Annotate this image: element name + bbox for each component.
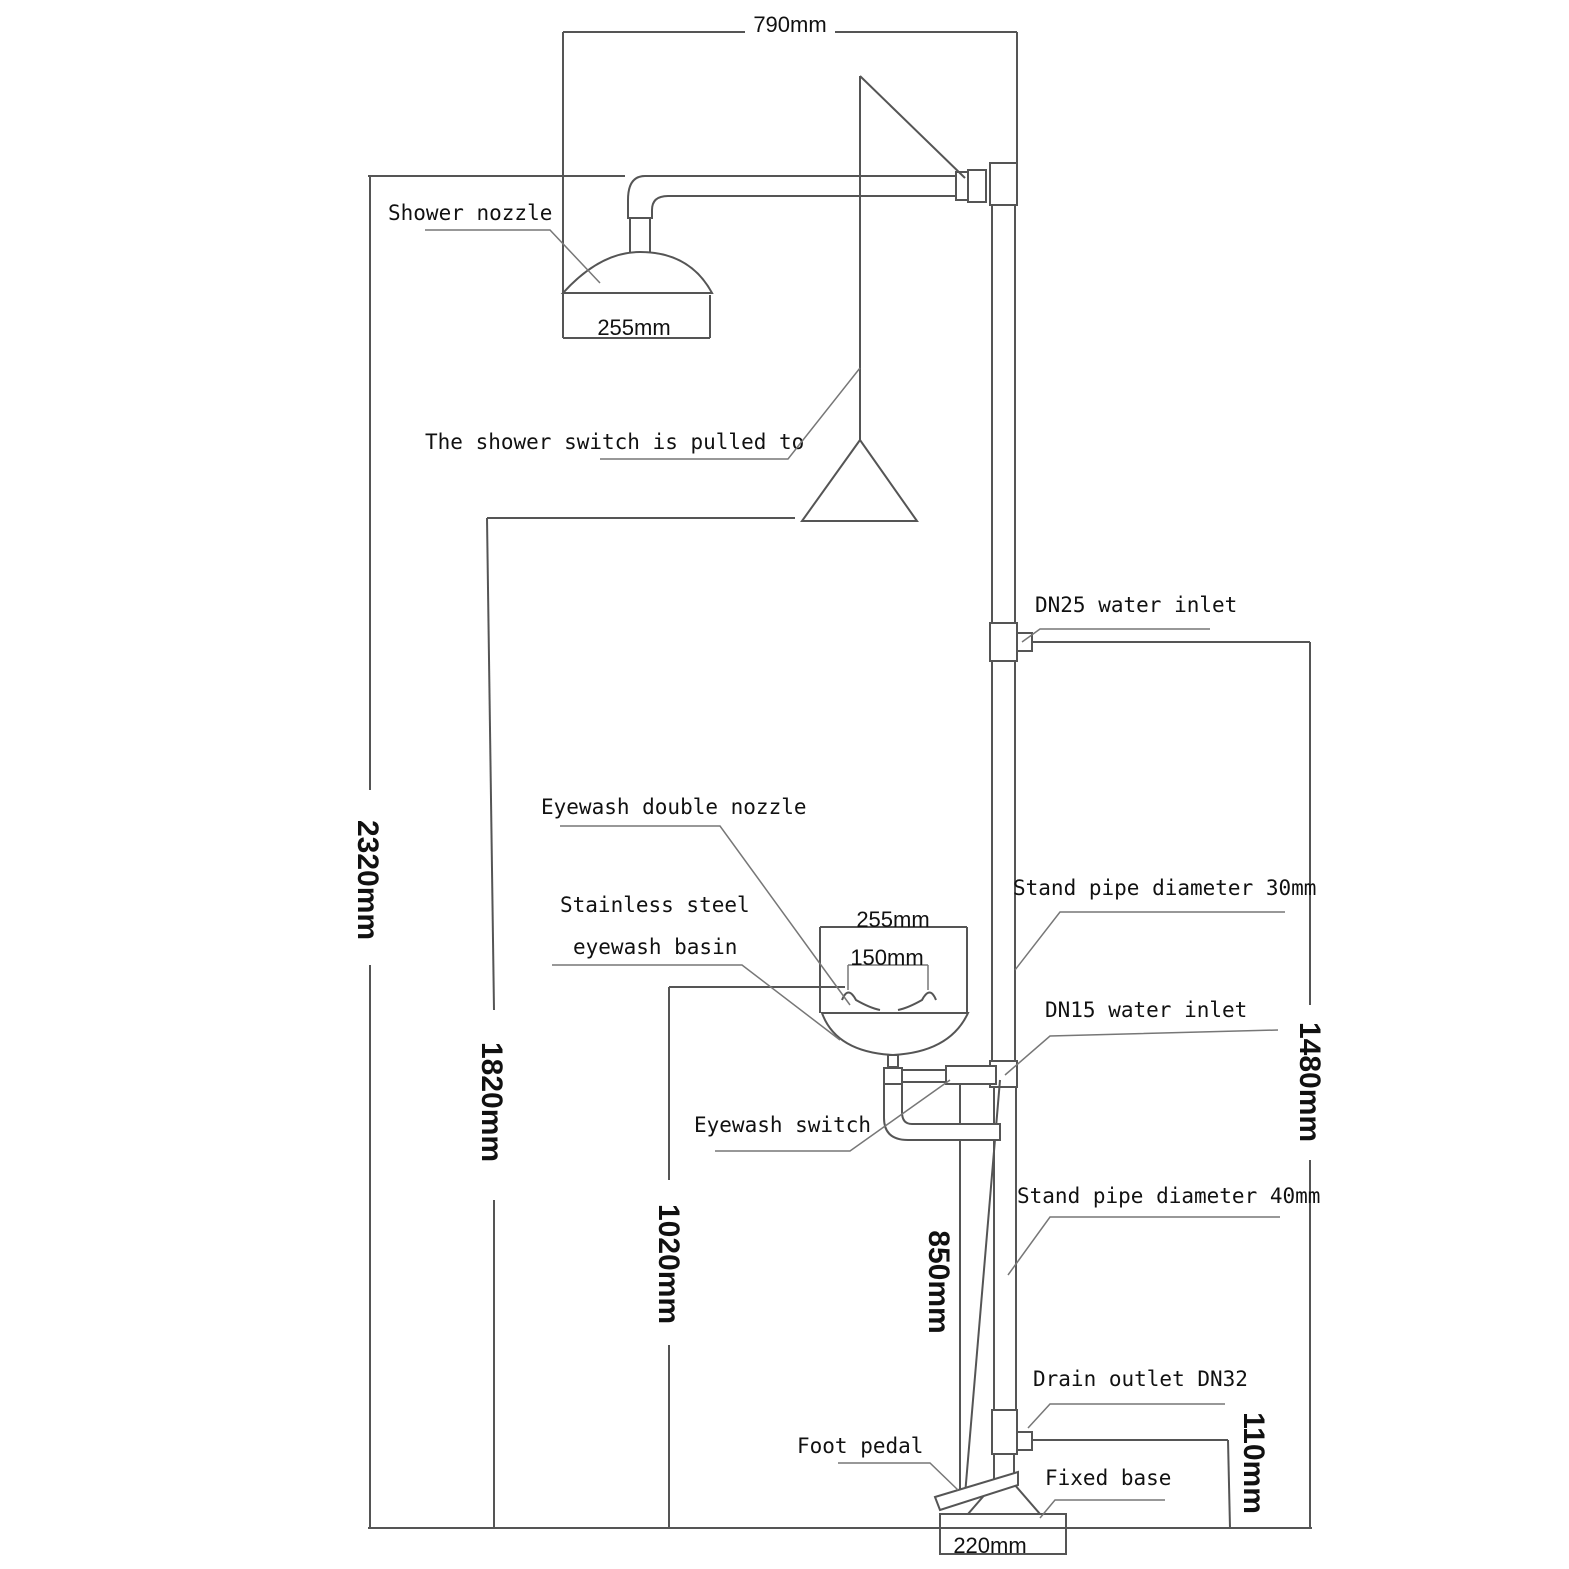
nozzle-spacing-label: 150mm bbox=[850, 945, 923, 970]
drain-outlet-fitting bbox=[1016, 1431, 1033, 1451]
arm-width-label: 790mm bbox=[753, 12, 826, 37]
basin-label-line2: eyewash basin bbox=[573, 935, 737, 959]
eyewash-supply-pipe bbox=[883, 1065, 1001, 1141]
basin-height-label: 1020mm bbox=[652, 1204, 685, 1324]
switch-height-dimension: 1820mm bbox=[475, 517, 795, 1528]
stand-pipe-30-label: Stand pipe diameter 30mm bbox=[1013, 876, 1316, 900]
shower-head: 255mm bbox=[560, 250, 714, 340]
shower-switch-label: The shower switch is pulled to bbox=[425, 430, 804, 454]
callout-dn15-inlet: DN15 water inlet bbox=[1004, 998, 1279, 1076]
drain-outlet-label: Drain outlet DN32 bbox=[1033, 1367, 1248, 1391]
callout-foot-pedal: Foot pedal bbox=[797, 1434, 959, 1491]
stand-pipe bbox=[989, 162, 1033, 1485]
eyewash-basin: 255mm 150mm bbox=[819, 907, 970, 1068]
switch-height-label: 1820mm bbox=[475, 1042, 508, 1162]
dn15-inlet-label: DN15 water inlet bbox=[1045, 998, 1247, 1022]
callout-stand-pipe-40: Stand pipe diameter 40mm bbox=[1007, 1184, 1320, 1276]
basin-width-label: 255mm bbox=[856, 907, 929, 932]
eyewash-switch-label: Eyewash switch bbox=[694, 1113, 871, 1137]
basin-height-dimension: 1020mm bbox=[652, 986, 845, 1528]
callout-shower-nozzle: Shower nozzle bbox=[388, 201, 601, 284]
total-height-dimension: 2320mm bbox=[351, 175, 625, 1528]
callout-stand-pipe-30: Stand pipe diameter 30mm bbox=[1013, 876, 1316, 971]
stand-pipe-40-label: Stand pipe diameter 40mm bbox=[1017, 1184, 1320, 1208]
callout-fixed-base: Fixed base bbox=[1039, 1466, 1171, 1519]
callout-drain-outlet: Drain outlet DN32 bbox=[1027, 1367, 1248, 1429]
callout-eyewash-switch: Eyewash switch bbox=[694, 1079, 951, 1152]
callout-basin: Stainless steel eyewash basin bbox=[552, 893, 841, 1041]
shower-nozzle-label: Shower nozzle bbox=[388, 201, 552, 225]
foot-pedal-linkage bbox=[933, 1079, 1019, 1512]
inlet-height-dimension: 1480mm bbox=[1032, 641, 1326, 1528]
base-width-label: 220mm bbox=[953, 1533, 1026, 1558]
total-height-label: 2320mm bbox=[351, 820, 384, 940]
shower-head-width-label: 255mm bbox=[597, 315, 670, 340]
foot-pedal bbox=[933, 1470, 1019, 1512]
right-eyewash-nozzle bbox=[897, 991, 937, 1011]
pull-triangle-handle bbox=[800, 438, 919, 522]
shower-pull-rod bbox=[800, 75, 966, 522]
eyewash-nozzle-label: Eyewash double nozzle bbox=[541, 795, 807, 819]
callout-dn25-inlet: DN25 water inlet bbox=[1021, 593, 1237, 643]
drain-height-label: 110mm bbox=[1237, 1412, 1270, 1514]
pedal-height-label: 850mm bbox=[922, 1230, 955, 1333]
callout-eyewash-nozzle: Eyewash double nozzle bbox=[541, 795, 851, 1006]
shower-arm bbox=[627, 169, 987, 257]
basin-label-line1: Stainless steel bbox=[560, 893, 750, 917]
inlet-height-label: 1480mm bbox=[1293, 1022, 1326, 1142]
dn25-inlet-label: DN25 water inlet bbox=[1035, 593, 1237, 617]
fixed-base-label: Fixed base bbox=[1045, 1466, 1171, 1490]
callout-shower-switch: The shower switch is pulled to bbox=[425, 367, 861, 460]
arm-width-dimension: 790mm bbox=[562, 10, 1018, 295]
foot-pedal-label: Foot pedal bbox=[797, 1434, 923, 1458]
left-eyewash-nozzle bbox=[841, 991, 881, 1011]
drain-height-dimension: 110mm bbox=[1032, 1412, 1270, 1529]
pedal-height-dimension: 850mm bbox=[922, 1230, 955, 1333]
